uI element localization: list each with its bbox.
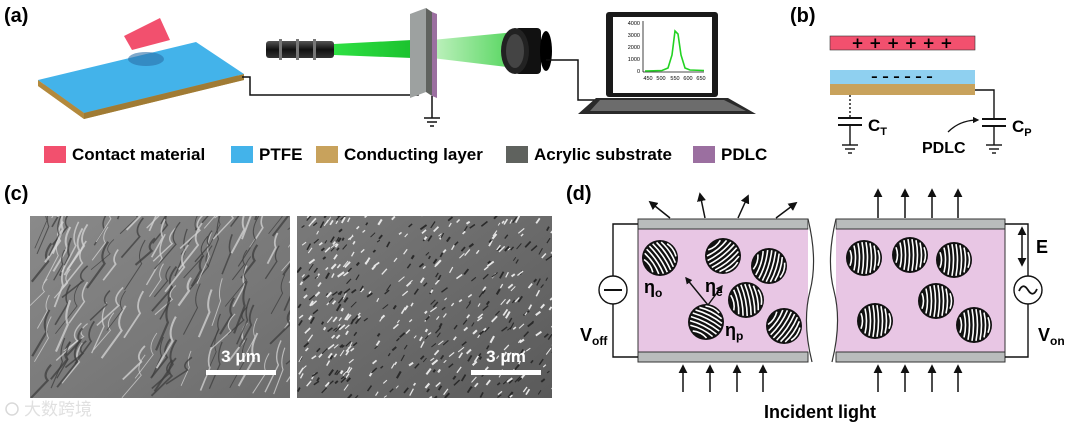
lc-droplet [956, 307, 992, 343]
stack-side-front [38, 80, 84, 119]
v-off-label: Voff [580, 325, 608, 348]
stack-side-right [84, 74, 244, 119]
acrylic-pdlc-stack [410, 8, 437, 98]
ground-symbol-cp [986, 144, 1002, 154]
cp-lead-top [975, 89, 995, 118]
equivalent-circuit: + + + + + + – – – – – – CT CP PDLC [829, 34, 1032, 157]
legend: Contact material PTFE Conducting layer A… [44, 145, 767, 164]
v-on-label: Von [1038, 325, 1065, 348]
wire-a-1 [242, 76, 419, 96]
laptop [578, 12, 756, 114]
watermark-icon [5, 402, 19, 416]
wire-a-2 [546, 59, 604, 101]
lc-droplet [751, 248, 787, 284]
laser-beam [334, 40, 412, 58]
x-tick-550: 550 [670, 76, 679, 82]
y-tick-2000: 2000 [628, 45, 640, 51]
lc-droplet [642, 240, 678, 276]
field-label: E [1036, 237, 1048, 257]
lc-droplet [936, 242, 972, 278]
scattered-light-arrows [648, 192, 798, 219]
bottom-glass-on [835, 351, 1006, 363]
legend-label-contact: Contact material [72, 145, 205, 164]
conducting-plate-b [830, 84, 975, 95]
legend-swatch-conducting [316, 146, 338, 163]
eta-e-label: ηe [705, 276, 723, 299]
lc-droplet [728, 282, 764, 318]
legend-swatch-acrylic [506, 146, 528, 163]
y-tick-4000: 4000 [628, 21, 640, 27]
y-tick-0: 0 [637, 69, 640, 75]
pdlc-label: PDLC [922, 140, 966, 157]
pdlc-pointer-arrow [947, 116, 980, 133]
legend-label-acrylic: Acrylic substrate [534, 145, 672, 164]
incident-light-label: Incident light [764, 402, 876, 422]
legend-swatch-contact [44, 146, 66, 163]
lc-droplet [766, 308, 802, 344]
legend-swatch-ptfe [231, 146, 253, 163]
lc-droplet [857, 303, 893, 339]
cp-label: CP [1012, 117, 1032, 139]
panel-label-c: (c) [4, 183, 28, 205]
scale-bar-left [206, 370, 276, 375]
voltage-off-circuit [598, 223, 638, 358]
scattered-beam [432, 32, 515, 68]
contact-plate-b [829, 35, 976, 51]
x-tick-600: 600 [683, 76, 692, 82]
eta-p-label: ηp [725, 320, 743, 343]
legend-label-pdlc: PDLC [721, 145, 767, 164]
scale-label-left: 3 μm [221, 347, 261, 366]
sem-image-left: 3 μm [30, 216, 290, 398]
panel-label-a: (a) [4, 5, 28, 27]
panel-label-b: (b) [790, 5, 816, 27]
lc-droplets [642, 237, 992, 344]
lc-droplet [918, 283, 954, 319]
top-glass-off [637, 218, 809, 230]
voltage-on-circuit [1005, 223, 1043, 358]
break-edge-off [805, 218, 815, 363]
photodetector [501, 28, 552, 74]
teng-device [38, 18, 244, 119]
shadow [128, 52, 164, 66]
incident-light-arrows [678, 364, 963, 392]
spectrum-line [644, 29, 705, 72]
transmitted-light-arrows [873, 188, 963, 218]
positive-charges: + + + + + + [851, 34, 953, 52]
lc-droplet [892, 237, 928, 273]
legend-label-ptfe: PTFE [259, 145, 302, 164]
ptfe-plate-b [830, 70, 975, 84]
x-tick-650: 650 [696, 76, 705, 82]
ground-symbol-ct [842, 144, 858, 154]
ptfe-layer [38, 42, 244, 113]
x-tick-450: 450 [643, 76, 652, 82]
scale-bar-right [471, 370, 541, 375]
lc-droplet [688, 304, 724, 340]
watermark-text: 大数跨境 [24, 400, 92, 420]
laser [266, 39, 334, 60]
break-edge-on [829, 218, 839, 363]
y-tick-1000: 1000 [628, 57, 640, 63]
eta-o-label: ηo [644, 277, 662, 300]
bottom-glass-off [637, 351, 809, 363]
contact-material-plate [124, 18, 170, 50]
spectrum-plot: 4000 3000 2000 1000 0 450 500 550 600 65… [628, 21, 706, 82]
lc-droplet [846, 240, 882, 276]
scatter-arrows-inner [685, 276, 723, 306]
ground-symbol-a [424, 96, 440, 127]
x-tick-500: 500 [656, 76, 665, 82]
legend-label-conducting: Conducting layer [344, 145, 483, 164]
negative-charges: – – – – – – [871, 70, 933, 85]
ct-label: CT [868, 116, 887, 138]
top-glass-on [835, 218, 1006, 230]
lc-droplet [705, 238, 741, 274]
watermark: 大数跨境 [5, 400, 92, 420]
y-tick-3000: 3000 [628, 33, 640, 39]
sem-image-right: 3 μm [297, 216, 552, 398]
panel-label-d: (d) [566, 183, 592, 205]
scale-label-right: 3 μm [486, 347, 526, 366]
legend-swatch-pdlc [693, 146, 715, 163]
